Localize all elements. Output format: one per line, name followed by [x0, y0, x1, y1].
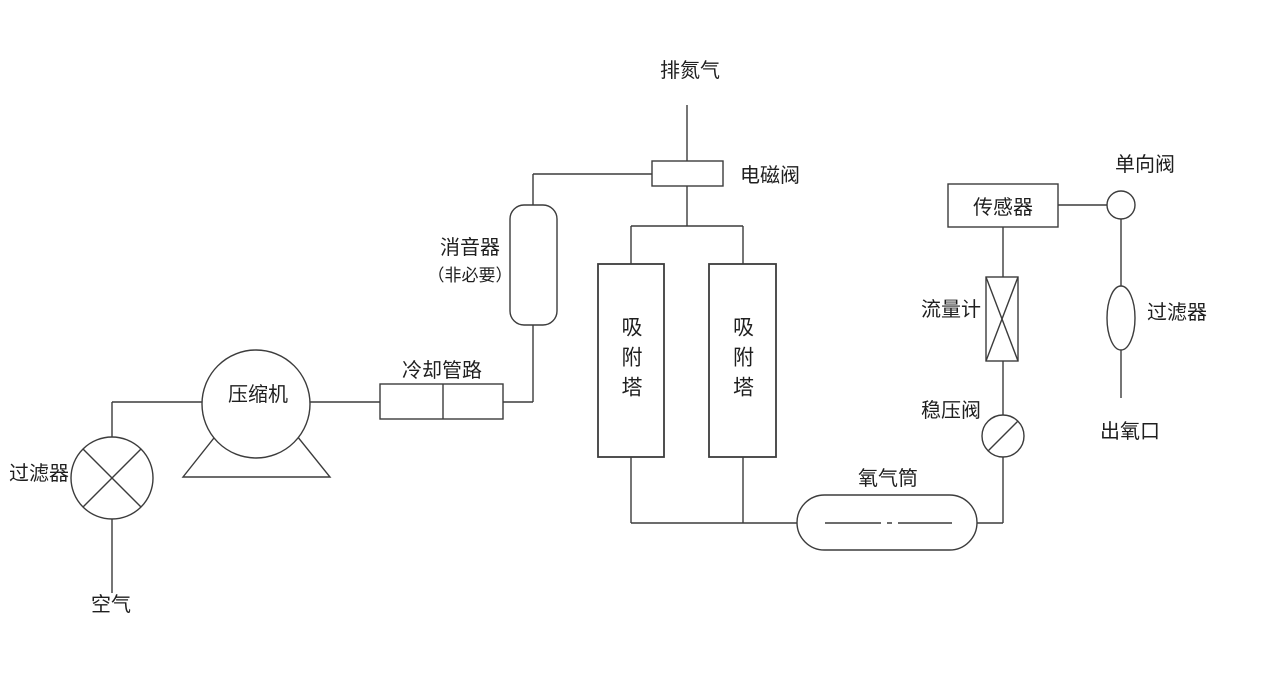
- cooling-pipe-label: 冷却管路: [402, 358, 482, 382]
- oxygen-tank-label: 氧气筒: [858, 466, 918, 490]
- flow-meter-body: [985, 276, 1019, 362]
- adsorption-tower-right-label: 吸附塔: [730, 315, 755, 406]
- adsorption-tower-left-icon: [597, 263, 665, 458]
- sensor-icon: [947, 183, 1059, 228]
- muffler-label: 消音器: [440, 235, 500, 259]
- muffler-note: （非必要）: [427, 266, 513, 286]
- cooling-pipe-icon: [379, 383, 504, 420]
- air-inlet-label: 空气: [91, 592, 131, 616]
- compressor-icon: [181, 349, 332, 478]
- pipes: [111, 105, 1122, 593]
- cooling-pipe-body: [379, 383, 504, 420]
- oxygen-tank-body: [796, 494, 978, 551]
- flow-meter-icon: [985, 276, 1019, 362]
- muffler-icon: [509, 204, 558, 326]
- inlet-filter-icon: [70, 436, 154, 520]
- outlet-filter-label: 过滤器: [1147, 300, 1207, 324]
- oxygen-tank-icon: [796, 494, 978, 551]
- oxygen-outlet-label: 出氧口: [1100, 419, 1160, 443]
- inlet-filter-label: 过滤器: [9, 461, 69, 485]
- compressor-body: [201, 349, 311, 459]
- pressure-regulator-diagonal: [987, 420, 1019, 452]
- solenoid-valve-icon: [651, 160, 724, 187]
- inlet-filter-cross-2: [82, 448, 142, 508]
- inlet-filter-body: [70, 436, 154, 520]
- flow-meter-label: 流量计: [921, 297, 981, 321]
- check-valve-icon: [1106, 190, 1136, 220]
- pressure-regulator-icon: [981, 414, 1025, 458]
- sensor-label: 传感器: [973, 195, 1033, 219]
- pressure-regulator-label: 稳压阀: [921, 398, 981, 422]
- muffler-label-group: 消音器 （非必要）: [420, 235, 520, 286]
- flow-meter-cross-2: [985, 276, 1019, 362]
- nitrogen-exhaust-label: 排氮气: [660, 58, 720, 82]
- outlet-filter-icon: [1106, 285, 1136, 351]
- pressure-regulator-body: [981, 414, 1025, 458]
- solenoid-valve-label: 电磁阀: [740, 163, 800, 187]
- compressor-label: 压缩机: [228, 382, 288, 406]
- check-valve-label: 单向阀: [1115, 152, 1175, 176]
- adsorption-tower-left-label: 吸附塔: [619, 315, 643, 406]
- adsorption-tower-right-icon: [708, 263, 777, 458]
